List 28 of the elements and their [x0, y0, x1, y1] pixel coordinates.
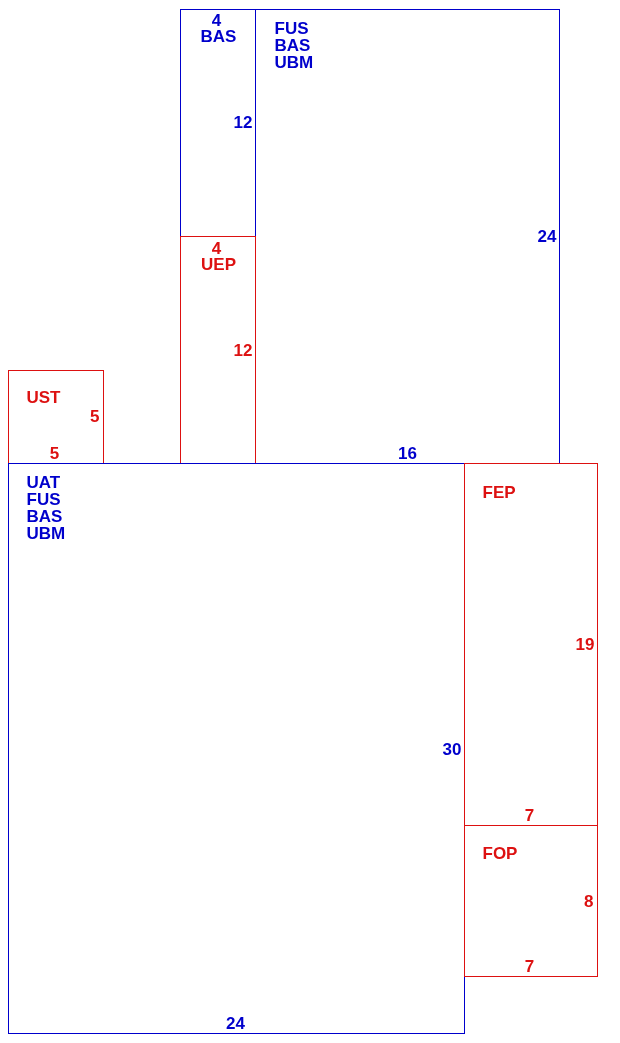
dimension-number: 4	[211, 239, 222, 256]
dimension-number: 12	[233, 341, 253, 358]
dimension-number: 8	[584, 892, 594, 909]
dimension-number: 12	[233, 113, 253, 130]
dimension-number: 16	[398, 444, 417, 461]
rectangle-region	[464, 463, 598, 826]
rectangle-region	[180, 236, 256, 464]
rectangle-region	[8, 370, 104, 464]
dimension-number: 5	[49, 444, 60, 461]
region-label: FOP	[482, 844, 518, 861]
dimension-number: 4	[211, 11, 222, 28]
dimension-number: 24	[537, 227, 557, 244]
dimension-number: 7	[524, 957, 535, 974]
region-label: UAT FUS BAS UBM	[26, 473, 67, 542]
dimension-number: 7	[524, 806, 535, 823]
dimension-number: 30	[442, 740, 462, 757]
dimension-number: 19	[575, 635, 595, 652]
region-label: BAS	[200, 27, 237, 44]
rectangle-region	[8, 463, 465, 1034]
region-label: FUS BAS UBM	[274, 19, 315, 71]
region-label: UST	[26, 388, 61, 405]
dimension-number: 5	[90, 407, 100, 424]
rectangle-region	[464, 825, 598, 977]
region-label: UEP	[201, 255, 236, 272]
rectangle-region	[255, 9, 560, 464]
region-label: FEP	[482, 483, 516, 500]
dimension-number: 24	[226, 1014, 245, 1031]
rectangle-region	[180, 9, 256, 237]
